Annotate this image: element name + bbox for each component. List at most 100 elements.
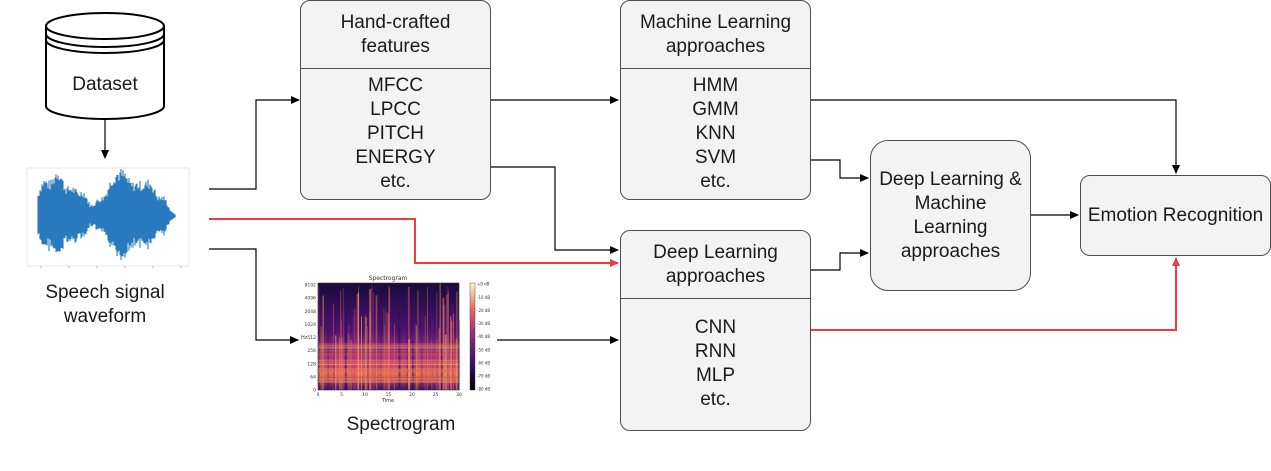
spectrogram-texture [446, 286, 449, 390]
spectrogram-texture [340, 290, 342, 390]
spectrogram-texture [350, 339, 352, 390]
dataset-node: Dataset [45, 12, 165, 120]
spectrogram-texture [318, 377, 459, 379]
spectrogram-texture [364, 339, 366, 390]
spectrogram-texture [353, 308, 356, 390]
spectrogram-texture [318, 372, 459, 374]
emotion-recognition-label: Emotion Recognition [1087, 204, 1264, 226]
spectrogram-x-tick: 0 [317, 392, 320, 398]
spectrogram-texture [345, 286, 347, 390]
spectrogram-y-tick: 128 [307, 361, 316, 367]
spectrogram-texture [318, 350, 459, 352]
ml-title-line2: approaches [665, 35, 766, 57]
spectrogram-texture [340, 319, 342, 390]
arrow-ml-to-hybrid [810, 159, 869, 182]
spectrogram-texture [424, 316, 426, 390]
spectrogram-x-tick: 10 [362, 392, 368, 398]
spectrogram-colorbar-tick: -80 dB [477, 387, 490, 392]
spectrogram-texture [366, 324, 369, 390]
spectrogram-texture [318, 370, 459, 371]
feature-item: ENERGY [355, 146, 436, 168]
feature-item: MFCC [368, 74, 423, 96]
spectrogram-texture [333, 339, 335, 390]
spectrogram-texture [398, 290, 400, 390]
spectrogram-texture [318, 375, 459, 377]
spectrogram-texture [318, 363, 459, 365]
arrow-waveform-to-dl-red [209, 218, 619, 267]
spectrogram-texture [415, 325, 417, 390]
spectrogram-texture [389, 299, 391, 390]
spectrogram-texture [318, 371, 459, 373]
hybrid-line: Learning [913, 216, 988, 238]
spectrogram-texture [318, 344, 459, 346]
ml-item: KNN [695, 122, 736, 144]
spectrogram-texture [407, 286, 410, 390]
dl-item: CNN [694, 317, 737, 338]
handcrafted-title-line2: features [361, 35, 430, 57]
spectrogram-colorbar-tick: -10 dB [477, 295, 490, 300]
spectrogram-texture [318, 355, 459, 357]
spectrogram-texture [374, 336, 376, 390]
spectrogram-y-tick: 512 [307, 335, 316, 341]
database-icon [45, 12, 165, 120]
spectrogram-texture [318, 377, 459, 379]
feature-item: LPCC [370, 98, 421, 120]
spectrogram-plot: Spectrogram 8192409620481024512256128640… [301, 275, 490, 404]
spectrogram-y-tick: 64 [310, 374, 316, 380]
spectrogram-texture [377, 285, 379, 390]
handcrafted-title-line1: Hand-crafted [340, 11, 451, 33]
waveform-plot [26, 167, 190, 268]
waveform-caption: Speech signal waveform [26, 281, 184, 329]
spectrogram-texture [399, 325, 401, 390]
emotion-recognition-box: Emotion Recognition [1080, 175, 1271, 256]
handcrafted-features-box: Hand-crafted features MFCC LPCC PITCH EN… [300, 0, 491, 200]
spectrogram-texture [406, 297, 409, 390]
spectrogram-texture [450, 316, 452, 390]
dl-title-line2: approaches [665, 265, 766, 287]
dl-approaches-title: Deep Learning approaches [621, 231, 810, 299]
hybrid-line: Machine [914, 192, 987, 214]
spectrogram-texture [436, 302, 438, 390]
spectrogram-texture [318, 374, 459, 375]
ml-approaches-box: Machine Learning approaches HMM GMM KNN … [620, 0, 811, 200]
spectrogram-texture [318, 346, 459, 348]
spectrogram-texture [365, 317, 367, 390]
arrow-waveform-to-spectrogram [209, 248, 299, 344]
arrow-waveform-to-handcrafted [209, 96, 300, 190]
spectrogram-texture [441, 303, 443, 390]
dl-approaches-list: CNN RNN MLP etc. [621, 298, 810, 430]
ml-item: HMM [692, 74, 739, 96]
spectrogram-texture [436, 339, 439, 390]
spectrogram-texture [318, 347, 459, 350]
spectrogram-x-label: Time [381, 398, 394, 404]
feature-item: PITCH [367, 122, 424, 144]
spectrogram-texture [327, 309, 330, 390]
spectrogram-texture [318, 361, 459, 363]
waveform-image [26, 166, 190, 268]
spectrogram-texture [318, 370, 459, 371]
spectrogram-texture [380, 315, 382, 390]
spectrogram-colorbar-tick: -40 dB [477, 334, 490, 339]
feature-item: etc. [380, 170, 411, 192]
spectrogram-texture [439, 283, 441, 390]
spectrogram-texture [442, 297, 445, 390]
spectrogram-texture [348, 325, 350, 390]
spectrogram-texture [332, 303, 335, 390]
spectrogram-texture [357, 292, 360, 390]
spectrogram-texture [394, 324, 395, 390]
spectrogram-y-tick: 4096 [305, 296, 317, 302]
spectrogram-texture [387, 312, 389, 390]
spectrogram-texture [353, 316, 355, 390]
spectrogram-texture [318, 370, 459, 372]
dl-approaches-box: Deep Learning approaches CNN RNN MLP etc… [620, 230, 811, 431]
spectrogram-texture [318, 359, 459, 361]
spectrogram-texture [318, 376, 459, 377]
spectrogram-texture [318, 368, 459, 370]
spectrogram-texture [318, 285, 320, 390]
spectrogram-texture [440, 332, 443, 390]
spectrogram-texture [356, 294, 358, 390]
spectrogram-texture [318, 380, 459, 382]
spectrogram-texture [361, 316, 362, 390]
spectrogram-y-label: Hz [301, 335, 308, 341]
